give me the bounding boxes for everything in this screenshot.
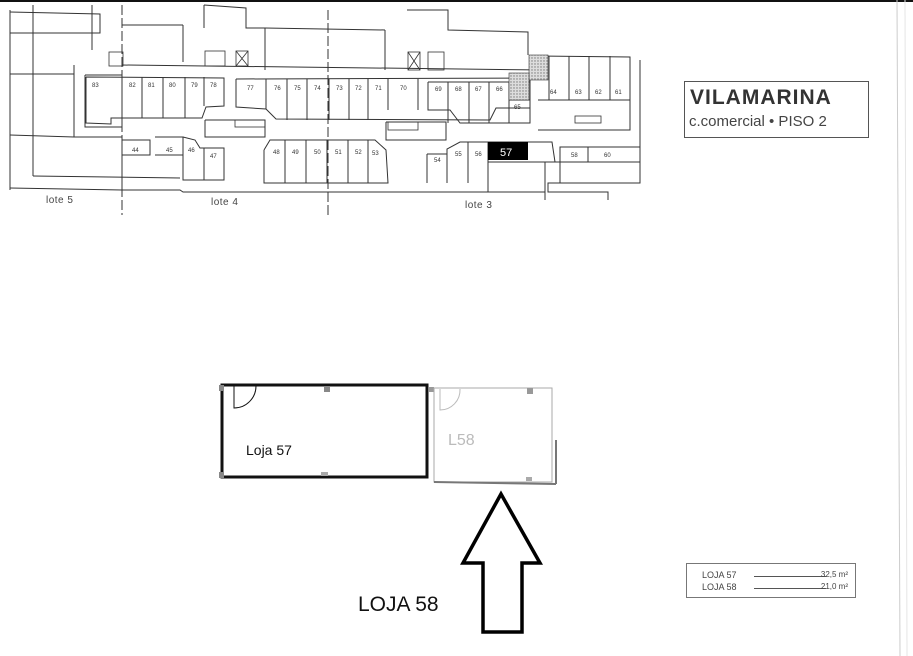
lote-5-label: lote 5	[46, 195, 74, 206]
svg-text:62: 62	[595, 90, 602, 96]
svg-text:44: 44	[132, 148, 139, 154]
svg-text:66: 66	[496, 87, 503, 93]
svg-text:77: 77	[247, 86, 254, 92]
title-block: VILAMARINA c.comercial • PISO 2	[684, 81, 869, 138]
legend-value: 32,5 m²	[820, 570, 848, 579]
loja-57-label: Loja 57	[246, 442, 292, 458]
svg-text:58: 58	[571, 153, 578, 159]
svg-text:63: 63	[575, 90, 582, 96]
svg-text:48: 48	[273, 150, 280, 156]
svg-text:75: 75	[294, 86, 301, 92]
svg-text:67: 67	[475, 87, 482, 93]
svg-text:51: 51	[335, 150, 342, 156]
svg-text:60: 60	[604, 153, 611, 159]
svg-text:76: 76	[274, 86, 281, 92]
svg-text:61: 61	[615, 90, 622, 96]
brand-title: VILAMARINA	[690, 86, 832, 109]
svg-text:73: 73	[336, 86, 343, 92]
l58-label: L58	[448, 432, 475, 449]
svg-text:68: 68	[455, 87, 462, 93]
legend-row-loja-57: LOJA 57 32,5 m²	[702, 570, 852, 581]
highlighted-unit-57	[488, 142, 528, 160]
svg-text:80: 80	[169, 83, 176, 89]
svg-text:72: 72	[355, 86, 362, 92]
lote-3-label: lote 3	[465, 200, 493, 211]
svg-text:65: 65	[514, 105, 521, 111]
area-legend: LOJA 57 32,5 m² LOJA 58 21,0 m²	[686, 563, 856, 598]
svg-text:56: 56	[475, 152, 482, 158]
svg-text:57: 57	[500, 147, 512, 159]
svg-text:53: 53	[372, 151, 379, 157]
legend-leader-line	[754, 588, 826, 589]
legend-name: LOJA 58	[702, 582, 737, 592]
svg-text:45: 45	[166, 148, 173, 154]
svg-text:49: 49	[292, 150, 299, 156]
lote-4-label: lote 4	[211, 197, 239, 208]
svg-text:52: 52	[355, 150, 362, 156]
svg-text:74: 74	[314, 86, 321, 92]
arrow-up-icon	[460, 490, 543, 634]
legend-leader-line	[754, 576, 826, 577]
legend-value: 21,0 m²	[820, 582, 848, 591]
svg-text:79: 79	[191, 83, 198, 89]
svg-text:54: 54	[434, 158, 441, 164]
svg-text:83: 83	[92, 83, 99, 89]
svg-text:47: 47	[210, 154, 217, 160]
svg-text:50: 50	[314, 150, 321, 156]
svg-text:55: 55	[455, 152, 462, 158]
svg-text:70: 70	[400, 86, 407, 92]
svg-text:81: 81	[148, 83, 155, 89]
svg-text:82: 82	[129, 83, 136, 89]
svg-text:69: 69	[435, 87, 442, 93]
legend-name: LOJA 57	[702, 570, 737, 580]
loja-58-caption: LOJA 58	[358, 593, 439, 616]
svg-text:78: 78	[210, 83, 217, 89]
svg-text:71: 71	[375, 86, 382, 92]
legend-row-loja-58: LOJA 58 21,0 m²	[702, 582, 852, 593]
svg-text:46: 46	[188, 148, 195, 154]
svg-text:64: 64	[550, 90, 557, 96]
floor-subtitle: c.comercial • PISO 2	[689, 113, 827, 130]
